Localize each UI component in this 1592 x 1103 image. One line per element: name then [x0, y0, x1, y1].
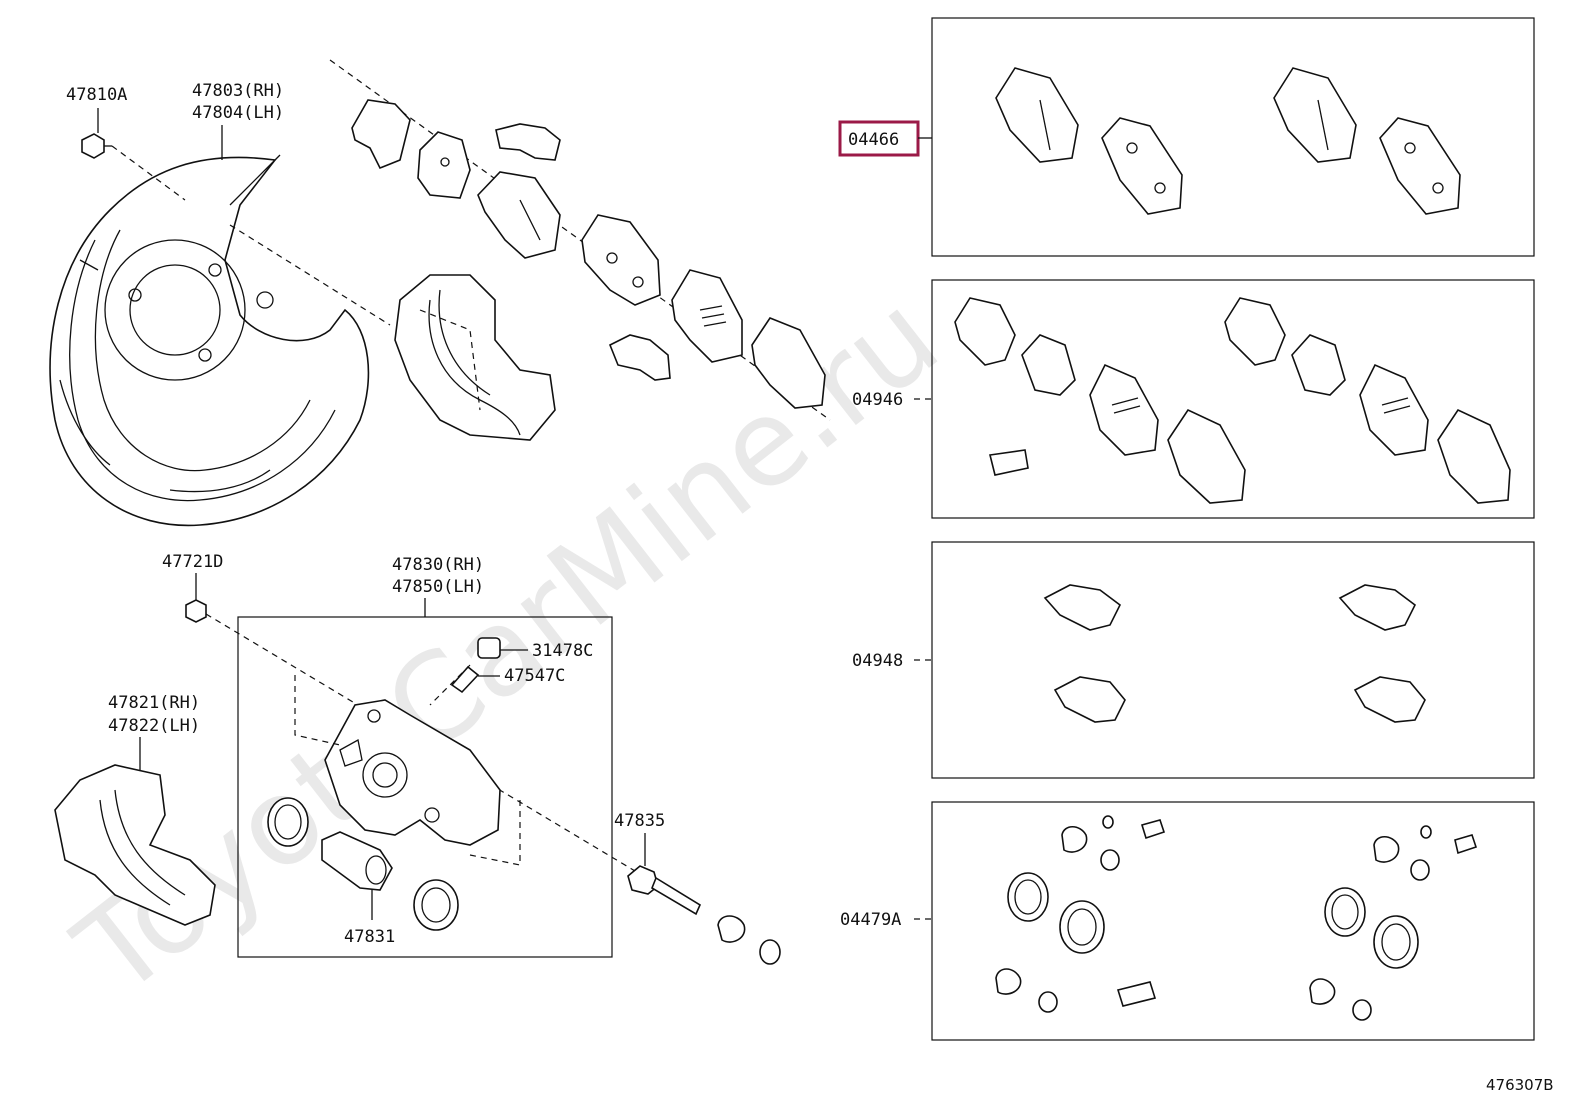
label-47821-rh: 47821(RH) — [108, 693, 200, 713]
dust-cover-plate[interactable] — [49, 154, 370, 527]
anti-squeal-shim[interactable] — [671, 269, 743, 363]
caliper-mounting-bracket[interactable] — [54, 764, 216, 926]
slide-pin[interactable] — [627, 865, 702, 916]
label-47830-rh: 47830(RH) — [392, 555, 484, 575]
shim-1[interactable] — [351, 99, 411, 170]
caliper-carrier-upper[interactable] — [394, 274, 556, 441]
pad-clip-lower[interactable] — [608, 334, 671, 381]
shim-kit-right[interactable] — [1224, 297, 1511, 504]
dust-cover-bolt[interactable] — [81, 133, 112, 159]
pad-fitting-clip[interactable] — [495, 123, 561, 161]
label-04479A: 04479A — [840, 910, 901, 930]
shim-kit-left[interactable] — [954, 297, 1246, 504]
label-47547C: 47547C — [504, 666, 565, 686]
caliper-body[interactable] — [324, 699, 501, 846]
label-04948: 04948 — [852, 651, 903, 671]
cylinder-kit-frame — [931, 801, 1535, 1041]
label-47835: 47835 — [614, 811, 665, 831]
label-47810A: 47810A — [66, 85, 127, 105]
label-47804-lh: 47804(LH) — [192, 103, 284, 123]
pad-wear-plate[interactable] — [751, 317, 826, 409]
label-47822-lh: 47822(LH) — [108, 716, 200, 736]
bleeder-plug-cap[interactable] — [477, 637, 501, 659]
brake-pad-outer[interactable] — [581, 214, 661, 306]
diagram-code: 476307B — [1486, 1076, 1554, 1094]
bleeder-plug[interactable] — [450, 665, 480, 694]
label-31478C: 31478C — [532, 641, 593, 661]
piston-seal[interactable] — [267, 797, 309, 847]
cylinder-kit-right[interactable] — [1309, 825, 1478, 1021]
shim-kit-frame — [931, 279, 1535, 519]
piston-boot[interactable] — [413, 879, 459, 931]
label-47721D: 47721D — [162, 552, 223, 572]
brake-pad-inner[interactable] — [477, 171, 561, 259]
shim-2[interactable] — [417, 131, 471, 199]
pad-kit-pads-right[interactable] — [1273, 67, 1461, 215]
pad-kit-pads-left[interactable] — [995, 67, 1183, 215]
piston[interactable] — [321, 831, 393, 891]
label-04466: 04466 — [848, 130, 899, 150]
fitting-kit-clips[interactable] — [1043, 584, 1426, 723]
slide-pin-bushing[interactable] — [759, 939, 781, 965]
label-47831: 47831 — [344, 927, 395, 947]
bleeder-bolt[interactable] — [185, 599, 207, 623]
cylinder-kit-left[interactable] — [995, 815, 1166, 1013]
slide-pin-boot[interactable] — [717, 915, 746, 943]
label-47803-rh: 47803(RH) — [192, 81, 284, 101]
label-04946: 04946 — [852, 390, 903, 410]
fitting-kit-frame — [931, 541, 1535, 779]
label-47850-lh: 47850(LH) — [392, 577, 484, 597]
pad-kit-frame — [931, 17, 1535, 257]
